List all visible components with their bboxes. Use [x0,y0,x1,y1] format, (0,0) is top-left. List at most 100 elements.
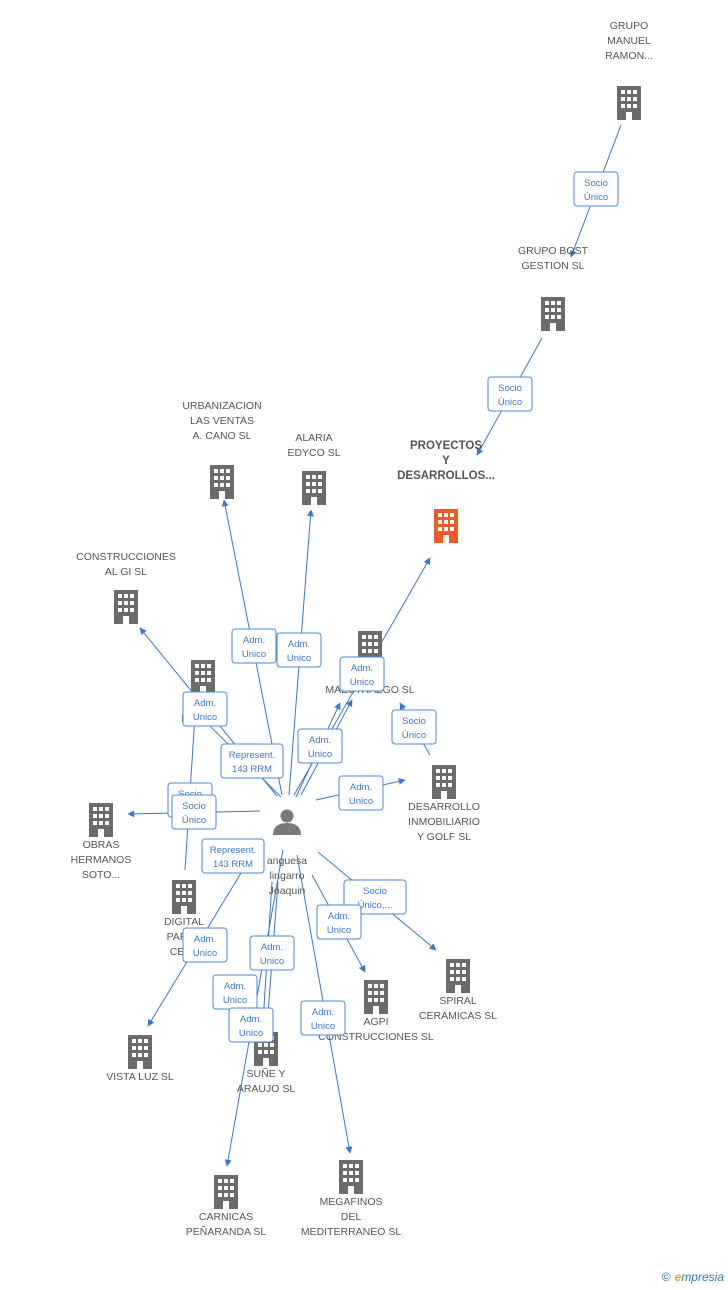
edge-label-9[interactable]: Adm.Unico [297,728,343,764]
node-spiral[interactable]: SPIRAL CERAMICAS SL [419,959,497,1022]
node-label: DESARROLLOS... [397,470,495,482]
edge-label-text: Socio [498,383,522,394]
building-icon [210,465,234,499]
node-label: A. CANO SL [193,430,252,442]
edge-label-box [300,1000,346,1036]
building-icon [541,297,565,331]
edge-label-18[interactable]: Adm. Unico [212,974,258,1010]
edge-label-text: Único,... [358,900,393,911]
node-label: EDYCO SL [287,447,340,459]
edge-label-text: Adm. [312,1007,334,1018]
node-label: HERMANOS [71,854,132,866]
building-icon [617,86,641,120]
node-label: GESTION SL [521,260,584,272]
edge-label-box [231,628,277,664]
edge-label-text: Unico [239,1028,263,1039]
edge-label-box [339,656,385,692]
edge-label-16[interactable]: Adm. Unico [182,927,228,963]
node-label: AGPI [363,1016,388,1028]
empresia-brand[interactable]: ©empresia [662,1270,724,1284]
edge-label-text: Unico [242,649,266,660]
node-alaria[interactable]: ALARIA EDYCO SL [287,432,341,505]
edge-label-20[interactable]: Adm. Unico [228,1007,274,1043]
edge-label-10[interactable]: Adm.Unico [338,775,384,811]
edge-label-8[interactable]: Represent. 143 RRM [220,743,284,779]
building-icon [114,590,138,624]
node-obras[interactable]: OBRAS HERMANOS SOTO... [71,803,132,881]
node-vista-luz[interactable]: VISTA LUZ SL [106,1035,174,1083]
edge-label-6[interactable]: Adm.Unico [182,691,228,727]
edge-label-text: Adm. [309,735,331,746]
node-label: OBRAS [83,839,120,851]
node-label: anguesa [267,855,307,867]
edge-label-text: Unico [193,712,217,723]
edge-label-text: Adm. [194,934,216,945]
edge-label-5[interactable]: Adm.Unico [339,656,385,692]
edge-label-text: Adm. [240,1014,262,1025]
edge-label-text: Único [182,815,206,826]
node-label: Joaquin [269,885,306,897]
node-grupo-manuel[interactable]: GRUPOMANUELRAMON... [605,20,653,120]
edge-label-text: Unico [349,796,373,807]
node-label: INMOBILIARIO [408,816,480,828]
edge-label-text: Unico [193,948,217,959]
edge-label-box [487,376,533,412]
edge-label-text: 143 RRM [232,764,272,775]
edge-label-text: 143 RRM [213,859,253,870]
edge-label-text: Represent. [229,750,275,761]
node-label: LAS VENTAS [190,415,254,427]
node-label: GRUPO BOST [518,245,589,257]
node-label: SPIRAL [439,995,477,1007]
edge-label-text: Unico [223,995,247,1006]
building-icon [432,765,456,799]
brand-initial: e [674,1270,682,1284]
node-label: RAMON... [605,50,653,62]
edge-label-text: Adm. [224,981,246,992]
node-label: URBANIZACION [182,400,261,412]
edge-label-19[interactable]: Adm.Unico [300,1000,346,1036]
edge-label-text: Unico [287,653,311,664]
building-icon [128,1035,152,1069]
node-label: VISTA LUZ SL [106,1071,174,1083]
edge-label-box [171,794,217,830]
edge-label-box [220,743,284,779]
node-label: ALARIA [295,432,332,444]
node-urbanizacion[interactable]: URBANIZACION LAS VENTAS A. CANO SL [182,400,262,499]
edge-label-text: Único [402,730,426,741]
edge-label-text: Único [584,192,608,203]
building-icon [89,803,113,837]
edge-label-text: Adm. [243,635,265,646]
edge-label-17[interactable]: Adm.Unico [249,935,295,971]
edge-label-box [316,904,362,940]
node-label: DEL [341,1211,362,1223]
edge-label-13[interactable]: Represent.143 RRM [201,838,265,874]
edge-label-text: Unico [350,677,374,688]
focus-building-icon [434,509,458,543]
node-label: MEGAFINOS [319,1196,382,1208]
edge-label-4[interactable]: Adm.Unico [276,632,322,668]
node-proyectos[interactable]: PROYECTOSYDESARROLLOS... [397,440,495,543]
edge-labels-layer: SocioÚnicoSocioÚnicoAdm.UnicoAdm.UnicoAd… [167,171,619,1043]
building-icon [339,1160,363,1194]
node-label: PEÑARANDA SL [186,1225,267,1238]
brand-name: mpresia [681,1270,724,1284]
edge-label-3[interactable]: Adm. Unico [231,628,277,664]
node-grupo-bost[interactable]: GRUPO BOST GESTION SL [518,245,589,331]
node-label: CERAMICAS SL [419,1010,497,1022]
node-label: SOTO... [82,869,120,881]
edge-label-15[interactable]: Adm.Unico [316,904,362,940]
node-label: AL GI SL [105,566,147,578]
edge-label-text: Adm. [261,942,283,953]
person-icon [273,809,301,835]
